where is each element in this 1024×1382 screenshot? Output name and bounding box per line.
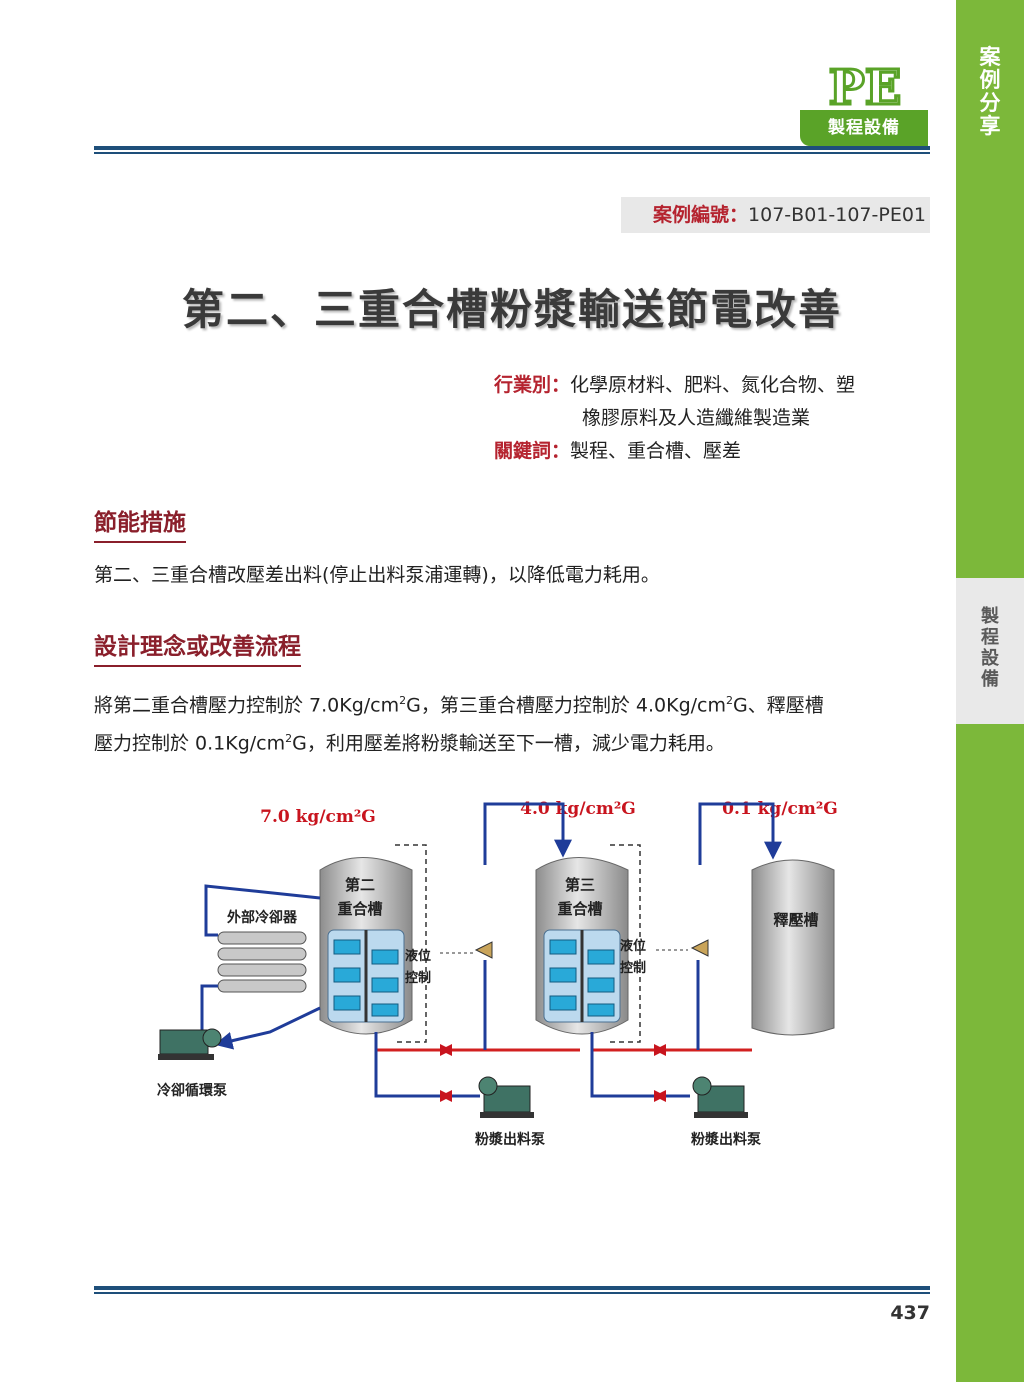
- svg-text:控制: 控制: [405, 970, 431, 986]
- section-heading-design: 設計理念或改善流程: [94, 627, 301, 667]
- category-badge: 製程設備: [800, 110, 928, 146]
- measures-text: 第二、三重合槽改壓差出料(停止出料泵浦運轉)，以降低電力耗用。: [94, 564, 660, 586]
- industry-row-cont: 橡膠原料及人造纖維製造業: [582, 407, 811, 429]
- bottom-rule: [94, 1286, 930, 1294]
- svg-text:液位: 液位: [405, 948, 431, 964]
- cooling-pump: 冷卻循環泵: [157, 1028, 227, 1099]
- svg-text:重合槽: 重合槽: [337, 900, 382, 918]
- reactor-tank-2: 第二 重合槽: [319, 857, 413, 1035]
- external-cooler: 外部冷卻器: [217, 909, 307, 993]
- svg-text:第二: 第二: [345, 876, 375, 894]
- svg-text:PE: PE: [829, 62, 902, 110]
- keywords-row: 關鍵詞：製程、重合槽、壓差: [494, 440, 742, 462]
- svg-text:冷卻循環泵: 冷卻循環泵: [157, 1082, 227, 1099]
- page-number: 437: [890, 1302, 930, 1324]
- page-title: 第二、三重合槽粉漿輸送節電改善: [181, 285, 842, 334]
- design-text: 將第二重合槽壓力控制於 7.0Kg/cm2G，第三重合槽壓力控制於 4.0Kg/…: [94, 694, 824, 755]
- svg-text:液位: 液位: [620, 938, 646, 954]
- case-number: 案例編號：107-B01-107-PE01: [621, 197, 930, 233]
- svg-text:粉漿出料泵: 粉漿出料泵: [691, 1131, 761, 1148]
- svg-text:第三: 第三: [565, 876, 595, 894]
- svg-text:粉漿出料泵: 粉漿出料泵: [475, 1131, 545, 1148]
- top-rule: [94, 146, 930, 154]
- section-heading-measures: 節能措施: [94, 503, 186, 543]
- relief-tank: 釋壓槽: [751, 859, 835, 1036]
- svg-text:外部冷卻器: 外部冷卻器: [227, 909, 298, 926]
- svg-text:控制: 控制: [620, 960, 646, 976]
- svg-text:重合槽: 重合槽: [557, 900, 602, 918]
- pressure-label-tank2: 7.0 kg/cm²G: [260, 807, 376, 827]
- process-diagram: 7.0 kg/cm²G 4.0 kg/cm²G 0.1 kg/cm²G 第二 重…: [157, 799, 838, 1148]
- pressure-label-relief: 0.1 kg/cm²G: [722, 799, 838, 819]
- reactor-tank-3: 第三 重合槽: [535, 857, 629, 1035]
- svg-text:釋壓槽: 釋壓槽: [773, 911, 818, 929]
- slurry-pump-1: 粉漿出料泵: [475, 1076, 545, 1148]
- pe-logo: PE: [827, 62, 903, 110]
- side-label-case-share: 案 例 分 享: [979, 45, 1001, 138]
- industry-row: 行業別：化學原材料、肥料、氮化合物、塑: [494, 374, 856, 396]
- pressure-label-tank3: 4.0 kg/cm²G: [520, 799, 636, 819]
- side-section-tab: [956, 578, 1024, 724]
- side-label-process-equipment: 製 程 設 備: [981, 606, 999, 690]
- slurry-pump-2: 粉漿出料泵: [691, 1076, 761, 1148]
